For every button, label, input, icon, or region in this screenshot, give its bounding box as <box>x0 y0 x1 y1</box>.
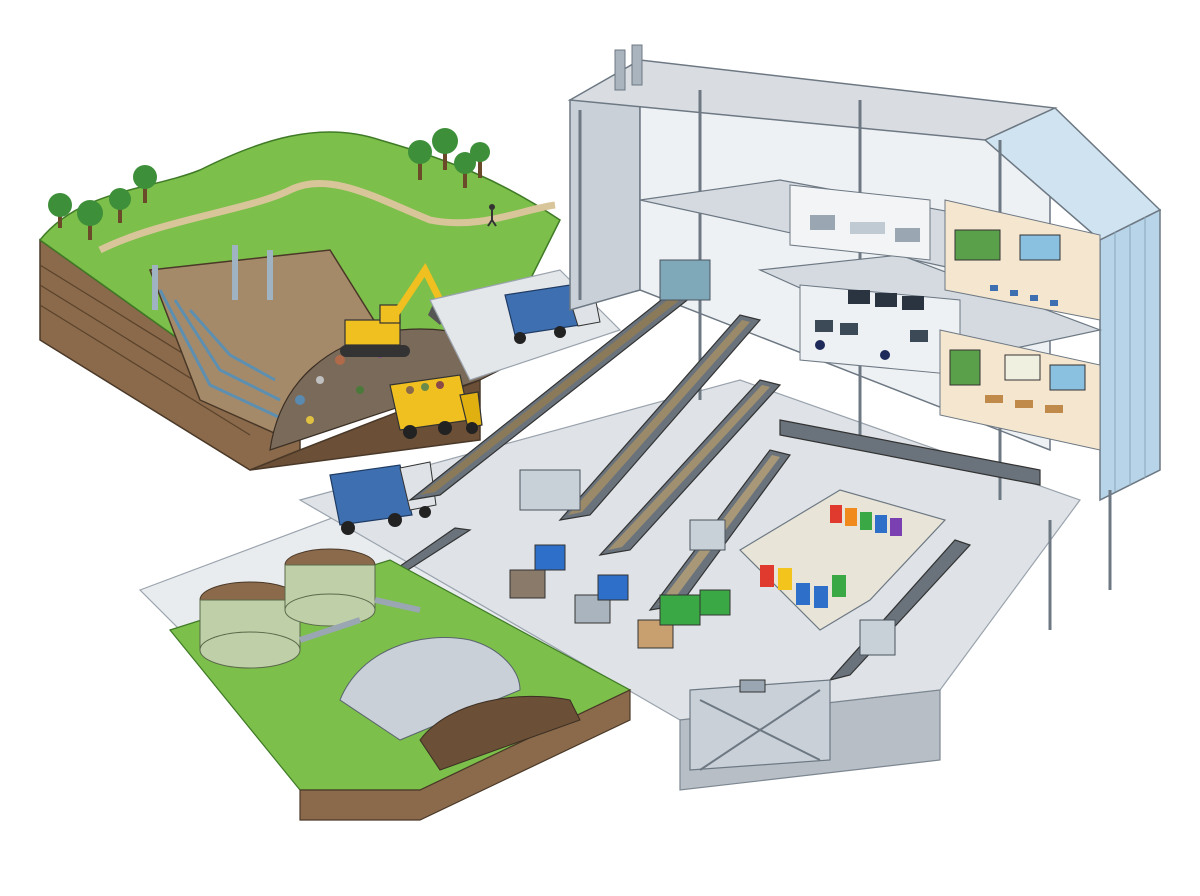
conveyor-belt-icon <box>558 314 762 521</box>
sorting-machine-icon <box>659 259 711 301</box>
lower-platform <box>689 679 831 771</box>
baled-recyclables-icon <box>509 569 546 599</box>
truck-load <box>406 381 444 394</box>
dump-truck-icon <box>389 374 483 439</box>
baled-recyclables-icon <box>659 594 701 626</box>
sorting-machine-icon <box>519 469 581 511</box>
baled-recyclables <box>509 544 731 649</box>
leachate-pipes <box>152 245 273 310</box>
compost-windrow-icon <box>339 637 581 771</box>
organics-area <box>168 548 632 821</box>
chimney <box>614 49 626 91</box>
tree-icon <box>454 152 476 188</box>
sorting-machine-icon <box>859 619 896 656</box>
tree-icon <box>133 165 157 203</box>
glass-mullions <box>1114 217 1146 492</box>
digester-tank-icon <box>284 548 376 627</box>
tree-icon <box>470 142 490 178</box>
trees <box>48 128 490 240</box>
barrels <box>760 505 902 608</box>
tree-icon <box>109 188 131 223</box>
baled-recyclables-icon <box>597 574 629 601</box>
organics-soil-edge <box>299 689 631 821</box>
person-icon <box>487 204 497 227</box>
pipe-icon <box>299 597 421 643</box>
conveyor-belt-icon <box>779 419 1041 486</box>
laboratory-icon <box>789 184 931 261</box>
garbage-truck-icon <box>329 461 437 535</box>
baled-recyclables-icon <box>534 544 566 571</box>
baled-recyclables-icon <box>699 589 731 616</box>
conveyor-system <box>379 259 1041 682</box>
tree-icon <box>432 128 458 170</box>
classroom-icon <box>944 199 1101 321</box>
control-room-icon <box>799 284 961 376</box>
classroom-icon <box>939 329 1101 451</box>
barrel-storage-icon <box>739 489 947 631</box>
conveyor-belt-icon <box>598 379 782 556</box>
processing-building <box>567 44 1162 630</box>
tree-icon <box>77 200 103 240</box>
tree-icon <box>408 140 432 180</box>
pit-liner-layers <box>158 289 286 422</box>
workstation-icon <box>739 679 766 693</box>
digester-tank-icon <box>199 581 301 669</box>
chimney <box>631 44 643 86</box>
tree-icon <box>48 193 72 228</box>
sorting-machine-icon <box>689 519 726 551</box>
landfill-area <box>38 128 561 471</box>
